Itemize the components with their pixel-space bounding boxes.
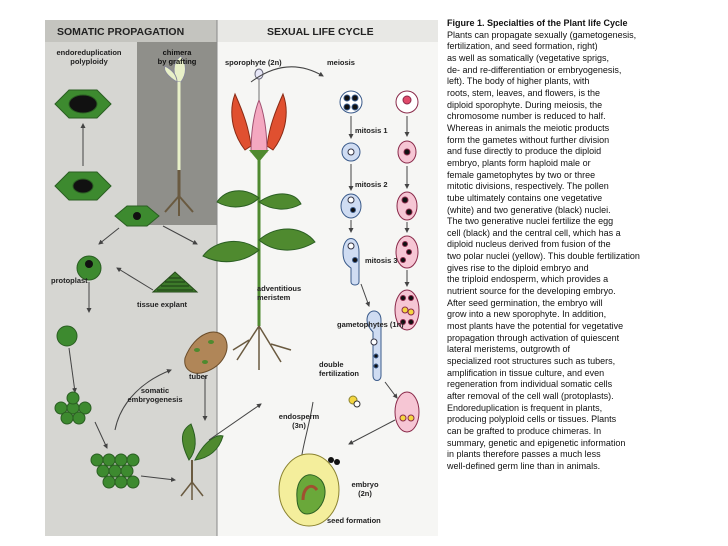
embryo-text: embryo <box>351 480 379 489</box>
male-lineage-cells <box>339 90 382 381</box>
tissue-explant-label: tissue explant <box>137 300 188 309</box>
mitosis1-label: mitosis 1 <box>355 126 388 135</box>
adventitious-meristem-label: adventitious meristem <box>257 284 301 302</box>
caption-line: lateral meristems, outgrowth of <box>447 344 571 355</box>
figure-caption: Figure 1. Specialties of the Plant life … <box>447 18 719 473</box>
caption-line: fertilization, and seed formation, right… <box>447 41 598 52</box>
caption-line: nutrient source for the developing embry… <box>447 286 616 297</box>
somatic-propagation-title: SOMATIC PROPAGATION <box>57 26 185 38</box>
caption-line: Plants can propagate sexually (gametogen… <box>447 29 637 40</box>
cell-cluster-small <box>54 391 92 425</box>
protoplast-label: protoplast <box>51 276 88 285</box>
endoreduplication-label: endoreduplication polyploidy <box>49 48 129 66</box>
caption-line: chromosome number is reduced to half. <box>447 111 606 122</box>
double-fertilization-label: double fertilization <box>319 360 359 378</box>
caption-line: roots, stem, leaves, and flowers, is the <box>447 87 601 98</box>
cell-cluster-large <box>90 453 140 489</box>
caption-line: can be grafted to produce chimeras. In <box>447 425 602 436</box>
caption-line: gives rise to the diploid embryo and <box>447 262 589 273</box>
embryo-ploidy-text: (2n) <box>358 489 372 498</box>
caption-line: propagation through activation of quiesc… <box>447 332 620 343</box>
endosperm-label: endosperm (3n) <box>273 412 325 430</box>
caption-line: in plants therefore passes a much less <box>447 449 601 460</box>
figure-illustration <box>45 20 438 536</box>
chimera-label: chimera by grafting <box>141 48 213 66</box>
endoreduplication-text: endoreduplication <box>56 48 122 57</box>
endoreduplication-cells <box>54 89 112 201</box>
caption-line: specialized root structures such as tube… <box>447 356 616 367</box>
somatic-embryogenesis-label: somatic embryogenesis <box>115 386 195 404</box>
sporophyte-label: sporophyte (2n) <box>225 58 282 67</box>
caption-line: summary, genetic and epigenetic informat… <box>447 437 626 448</box>
mitosis3-label: mitosis 3 <box>365 256 398 265</box>
caption-line: embryo, plants form haploid male or <box>447 157 591 168</box>
caption-line: female gametophytes by two or three <box>447 169 596 180</box>
plant-life-cycle-figure: SOMATIC PROPAGATION SEXUAL LIFE CYCLE en… <box>45 20 438 536</box>
caption-line: The two generative nuclei fertilize the … <box>447 216 614 227</box>
fertilization-nuclei <box>328 395 361 465</box>
caption-line: diploid sporophyte. During meiosis, the <box>447 99 603 110</box>
tuber <box>184 331 228 374</box>
polyploidy-text: polyploidy <box>70 57 108 66</box>
caption-line: amplification in tissue culture, and eve… <box>447 367 605 378</box>
adventitious-text: adventitious <box>257 284 302 293</box>
caption-line: left). The body of higher plants, with <box>447 76 590 87</box>
somatic-text: somatic <box>140 386 170 395</box>
seedling-plant <box>180 423 224 500</box>
caption-line: After seed germination, the embryo will <box>447 297 603 308</box>
endosperm-text: endosperm <box>278 412 320 421</box>
caption-line: the triploid endosperm, which provides a <box>447 274 609 285</box>
caption-line: regeneration from individual somatic cel… <box>447 379 613 390</box>
caption-line: well-defined germ line than in animals. <box>447 460 601 471</box>
sporophyte-plant <box>202 150 316 370</box>
fertilization-text: fertilization <box>319 369 360 378</box>
caption-line: diploid nucleus derived from fusion of t… <box>447 239 611 250</box>
female-lineage-cells <box>394 90 420 433</box>
meristem-text: meristem <box>257 293 291 302</box>
caption-line: cell (black) and the central cell, which… <box>447 227 621 238</box>
tuber-label: tuber <box>189 372 208 381</box>
seed-formation-label: seed formation <box>327 516 381 525</box>
caption-line: most plants have the potential for veget… <box>447 321 624 332</box>
by-grafting-text: by grafting <box>157 57 197 66</box>
embryo-label: embryo (2n) <box>345 480 385 498</box>
caption-line: Endoreduplication is frequent in plants, <box>447 402 603 413</box>
gametophytes-label: gametophytes (1n) <box>337 320 404 329</box>
caption-line: two polar nuclei (yellow). This double f… <box>447 251 640 262</box>
caption-line: after removal of the cell wall (protopla… <box>447 391 614 401</box>
mitosis2-label: mitosis 2 <box>355 180 388 189</box>
caption-line: grow into a new sporophyte. In addition, <box>447 309 607 320</box>
chimera-text: chimera <box>162 48 192 57</box>
caption-line: Whereas in animals the meiotic products <box>447 122 610 133</box>
caption-line: and fuse directly to produce the diploid <box>447 146 602 157</box>
caption-line: form the gametes without further divisio… <box>447 134 610 145</box>
meiosis-label: meiosis <box>327 58 355 67</box>
caption-line: (white) and two generative (black) nucle… <box>447 204 611 215</box>
sexual-life-cycle-title: SEXUAL LIFE CYCLE <box>267 26 374 38</box>
caption-line: as well as somatically (vegetative sprig… <box>447 52 610 63</box>
caption-line: producing polyploid cells or tissues. Pl… <box>447 414 617 425</box>
caption-line: tube ultimately contains one vegetative <box>447 192 603 203</box>
endosperm-ploidy-text: (3n) <box>292 421 306 430</box>
caption-line: mitotic divisions, respectively. The pol… <box>447 181 609 192</box>
flower <box>231 68 287 162</box>
chimera-graft-plant <box>164 55 194 216</box>
embryogenesis-text: embryogenesis <box>127 395 183 404</box>
caption-line: de- and re-differentiation or embryogene… <box>447 64 622 75</box>
caption-title: Figure 1. Specialties of the Plant life … <box>447 18 628 28</box>
seed <box>278 453 340 527</box>
double-text: double <box>319 360 344 369</box>
